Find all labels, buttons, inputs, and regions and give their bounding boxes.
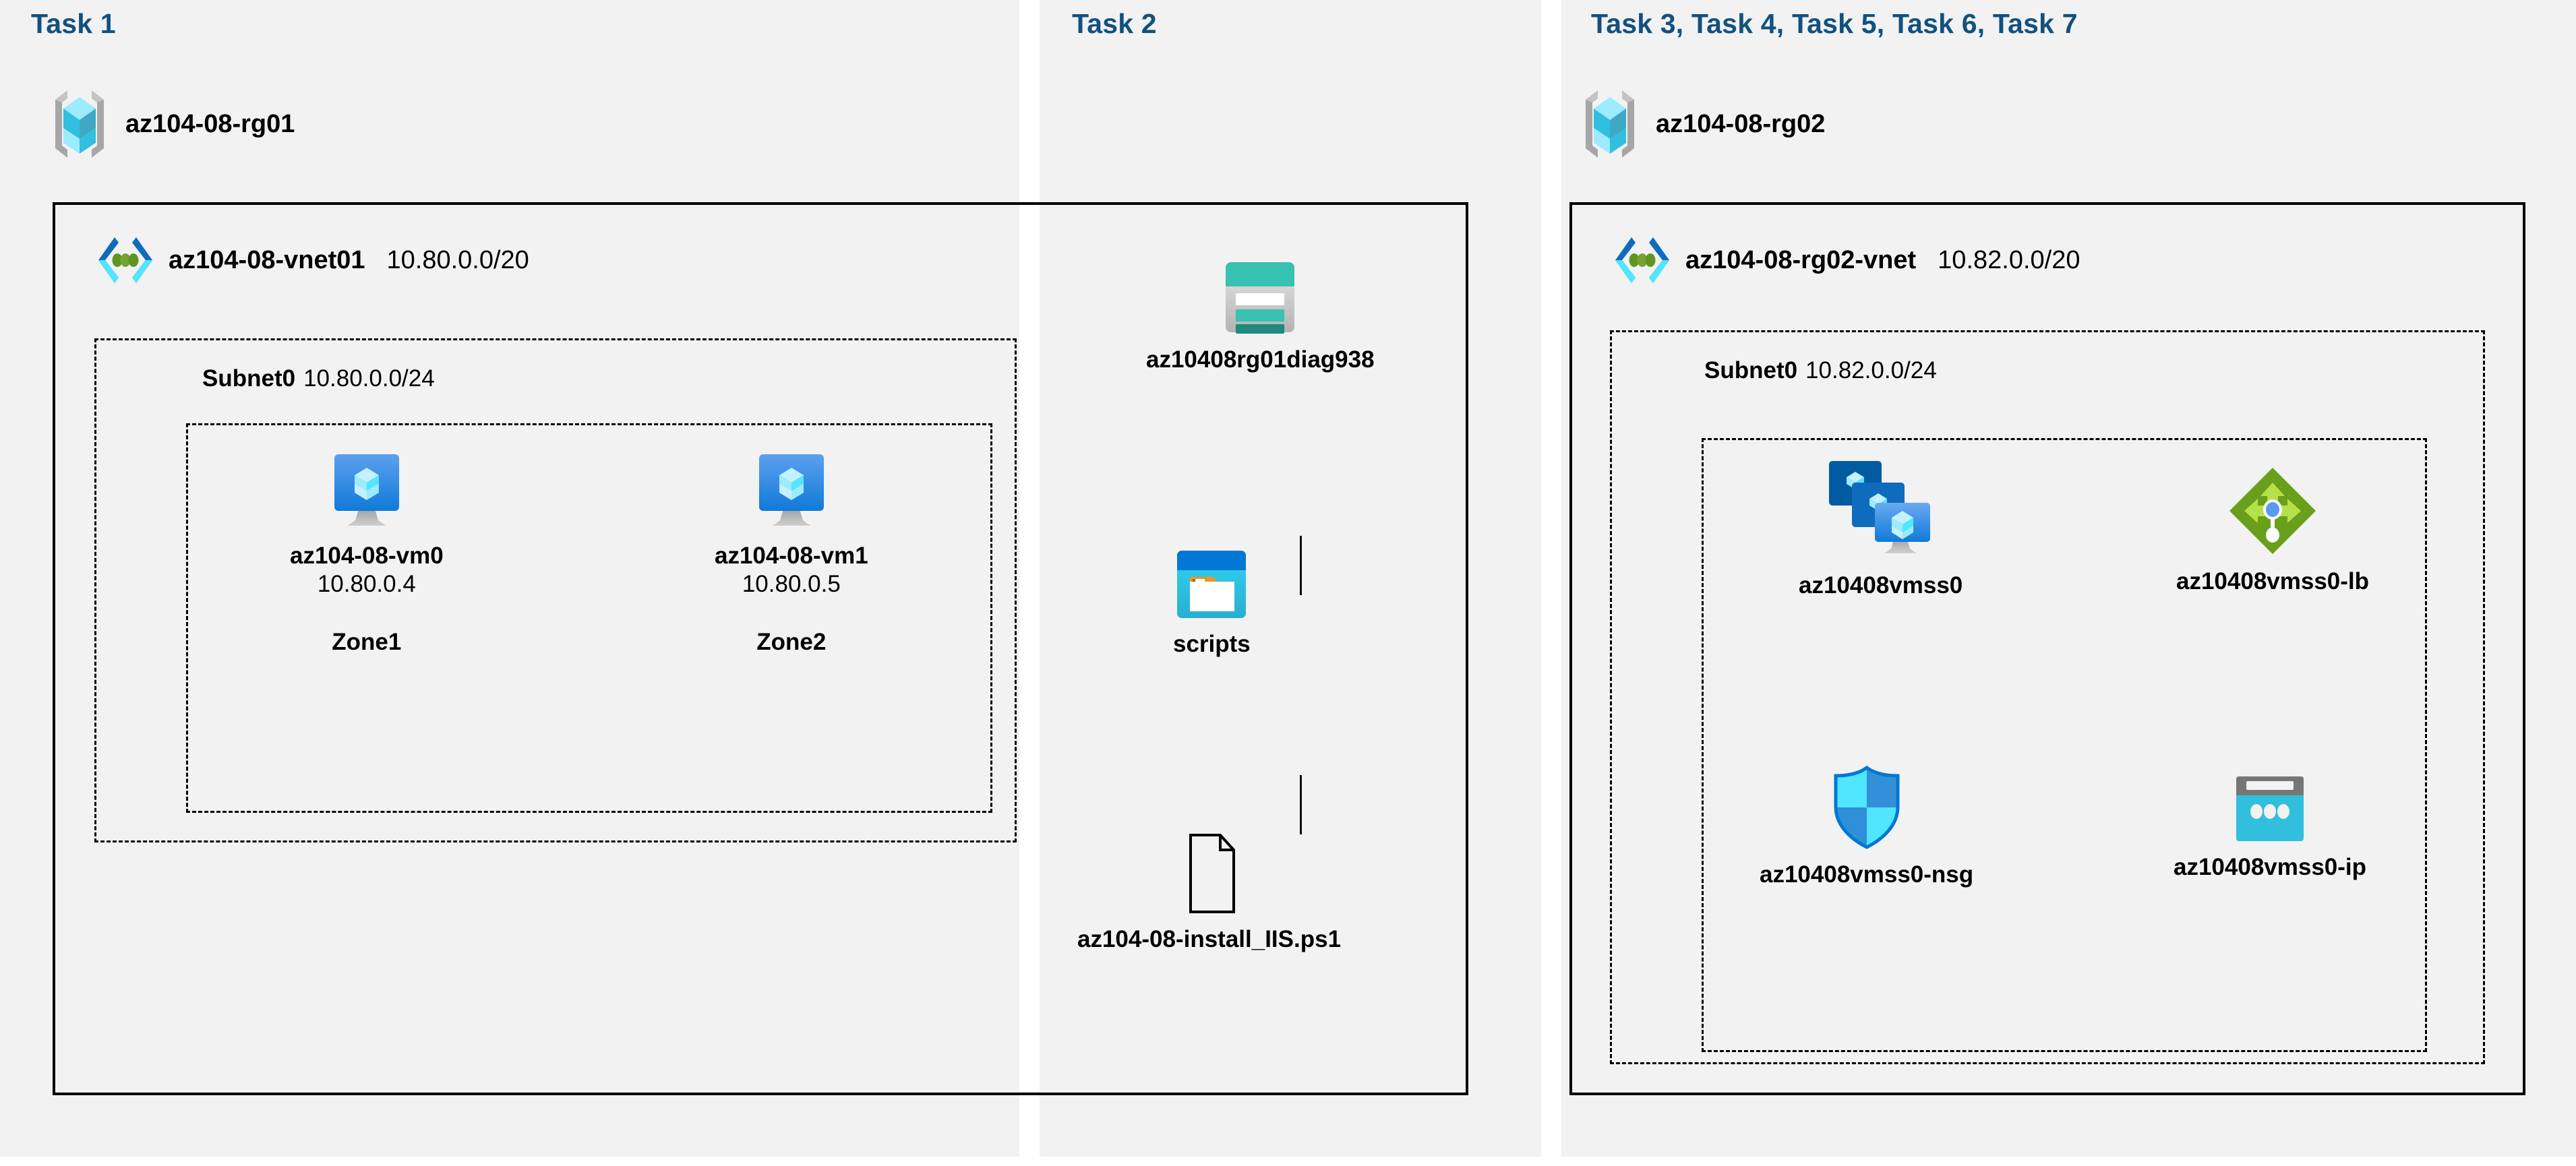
subnet0-vnet02-name: Subnet0 [1704, 357, 1798, 383]
subnet0-vnet02-label: Subnet0 10.82.0.0/24 [1704, 357, 1937, 384]
node-storage-account[interactable]: az10408rg01diag938 [1146, 259, 1375, 373]
node-script-file-name: az104-08-install_IIS.ps1 [1077, 926, 1342, 952]
node-vm1[interactable]: az104-08-vm1 10.80.0.5 Zone2 [715, 453, 868, 656]
vm-scale-set-icon [1824, 458, 1938, 561]
vnet02-header: az104-08-rg02-vnet 10.82.0.0/20 [1611, 235, 2080, 286]
subnet0-vnet01-name: Subnet0 [202, 365, 296, 392]
vnet02-name: az104-08-rg02-vnet [1685, 245, 1917, 274]
node-script-file[interactable]: az104-08-install_IIS.ps1 [1077, 832, 1341, 953]
resource-group-rg01: az104-08-rg01 [47, 86, 295, 162]
node-blob-container[interactable]: scripts [1173, 549, 1251, 658]
availability-zone-group-boundary [186, 423, 992, 813]
node-vm1-zone: Zone2 [756, 629, 827, 656]
vnet01-header: az104-08-vnet01 10.80.0.0/20 [94, 235, 529, 286]
node-network-security-group[interactable]: az10408vmss0-nsg [1760, 765, 1973, 888]
node-vm0-zone: Zone1 [332, 629, 402, 656]
storage-account-icon [1222, 259, 1298, 335]
node-vm-scale-set[interactable]: az10408vmss0 [1799, 458, 1963, 599]
subnet0-vnet01-label: Subnet0 10.80.0.0/24 [202, 365, 435, 392]
resource-group-rg02: az104-08-rg02 [1578, 86, 1825, 162]
node-vm0-ip: 10.80.0.4 [317, 571, 416, 598]
node-load-balancer[interactable]: az10408vmss0-lb [2176, 465, 2369, 595]
blob-container-icon [1175, 549, 1248, 619]
virtual-machine-icon [754, 453, 829, 531]
node-network-security-group-name: az10408vmss0-nsg [1760, 861, 1974, 888]
node-vm1-ip: 10.80.0.5 [742, 571, 841, 598]
connector-storage-to-scripts [1300, 536, 1302, 595]
load-balancer-icon [2227, 465, 2318, 557]
vmss-resource-group-boundary [1702, 438, 2427, 1052]
resource-group-rg02-label: az104-08-rg02 [1656, 109, 1826, 138]
task-1-title: Task 1 [31, 8, 116, 39]
resource-group-icon [1578, 86, 1642, 162]
node-vm1-name: az104-08-vm1 [715, 543, 868, 569]
vnet02-cidr: 10.82.0.0/20 [1938, 245, 2080, 274]
script-file-icon [1176, 832, 1243, 915]
vnet01-name: az104-08-vnet01 [169, 245, 365, 274]
panel-task-1 [0, 0, 1019, 1157]
subnet0-vnet01-cidr: 10.80.0.0/24 [303, 365, 435, 392]
resource-group-icon [47, 86, 112, 162]
node-public-ip-address[interactable]: az10408vmss0-ip [2174, 775, 2366, 881]
node-vm0-name: az104-08-vm0 [290, 543, 444, 569]
node-public-ip-address-name: az10408vmss0-ip [2174, 854, 2367, 880]
node-vm0[interactable]: az104-08-vm0 10.80.0.4 Zone1 [290, 453, 444, 656]
vnet02-boundary [1569, 202, 2525, 1095]
virtual-network-icon [94, 235, 156, 286]
node-load-balancer-name: az10408vmss0-lb [2176, 568, 2370, 594]
panel-task-3 [1561, 0, 2576, 1157]
resource-group-rg01-label: az104-08-rg01 [125, 109, 295, 138]
virtual-network-icon [1611, 235, 1673, 286]
public-ip-address-icon [2235, 775, 2305, 842]
connector-scripts-to-script-file [1300, 775, 1302, 834]
vnet01-boundary [53, 202, 1468, 1095]
panel-task-2 [1040, 0, 1541, 1157]
vnet01-cidr: 10.80.0.0/20 [386, 245, 529, 274]
node-vm-scale-set-name: az10408vmss0 [1799, 572, 1963, 599]
node-blob-container-name: scripts [1173, 631, 1251, 657]
node-storage-account-name: az10408rg01diag938 [1146, 346, 1375, 373]
task-2-title: Task 2 [1072, 8, 1157, 39]
virtual-machine-icon [330, 453, 404, 531]
task-3-to-7-title: Task 3, Task 4, Task 5, Task 6, Task 7 [1591, 8, 2078, 39]
subnet0-vnet01-boundary [94, 338, 1017, 842]
subnet0-vnet02-cidr: 10.82.0.0/24 [1805, 357, 1937, 383]
subnet0-vnet02-boundary [1610, 330, 2485, 1064]
network-security-group-icon [1829, 765, 1905, 850]
